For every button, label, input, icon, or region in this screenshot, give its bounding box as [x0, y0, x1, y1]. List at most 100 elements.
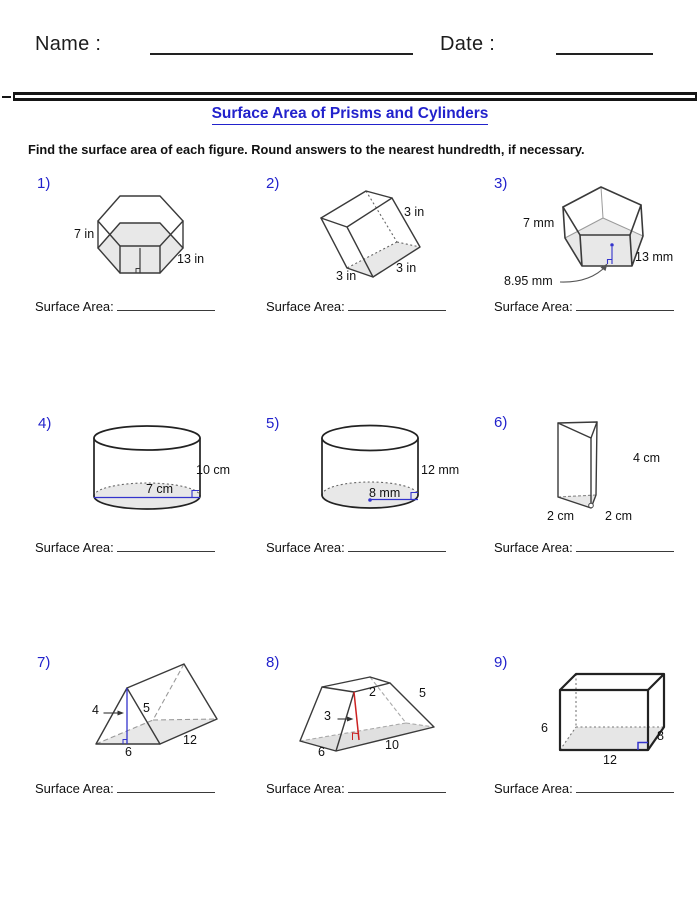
answer-blank-2[interactable]	[347, 297, 446, 311]
answer-blank-1[interactable]	[116, 297, 215, 311]
date-label: Date :	[440, 33, 496, 55]
dimension-label: 12	[183, 733, 197, 747]
prism-edges	[299, 676, 435, 752]
shaded-base-face	[300, 723, 434, 751]
answer-blank-8[interactable]	[347, 779, 446, 793]
front-base-arc	[321, 494, 419, 509]
dimension-label: 12 mm	[421, 463, 460, 477]
figure-triangular-prism	[557, 421, 598, 509]
figure-cylinder	[321, 424, 419, 509]
surface-area-row: Surface Area:	[35, 779, 215, 796]
problem-5: 5) 12 mm 8 mm Surface Area:	[258, 410, 470, 562]
shaded-base-face	[96, 719, 217, 744]
figure-trapezoidal-prism	[299, 676, 435, 752]
surface-area-row: Surface Area:	[266, 779, 446, 796]
dimension-label: 3 in	[404, 205, 425, 219]
dimension-label: 4	[92, 703, 99, 717]
dimension-label: 6	[541, 721, 548, 735]
problem-number: 3)	[494, 175, 508, 192]
altitude-line	[353, 691, 360, 741]
callout-arrow	[559, 265, 607, 283]
problem-4: 4) 10 cm 7 cm Surface Area:	[30, 410, 242, 562]
problem-number: 8)	[266, 654, 280, 671]
surface-area-label: Surface Area:	[266, 781, 345, 796]
arrowhead	[117, 710, 124, 716]
dimension-label: 3 in	[396, 261, 417, 275]
shaded-base-face	[322, 482, 418, 508]
surface-area-label: Surface Area:	[35, 781, 114, 796]
problem-3: 3) 7 mm 13 mm 8.95 mm Surface Area:	[488, 170, 700, 322]
dimension-label: 3	[324, 709, 331, 723]
right-angle-mark	[352, 732, 360, 740]
center-dot	[610, 243, 614, 247]
hidden-edges	[559, 674, 664, 751]
top-face	[93, 425, 201, 451]
answer-blank-3[interactable]	[575, 297, 674, 311]
problem-number: 4)	[38, 415, 52, 432]
hidden-base-arc	[321, 481, 419, 496]
problem-7: 7) 4 5 6 12 Surface Area:	[30, 650, 242, 802]
figure-hexagonal-prism	[97, 195, 184, 274]
side-edges	[562, 204, 644, 267]
problem-8: 8) 2 5 3 6 10 Surface Area:	[258, 650, 470, 802]
dimension-label: 6	[125, 745, 132, 759]
shaded-base-face	[565, 218, 643, 266]
top-face	[557, 421, 598, 439]
hidden-back-edge	[557, 494, 597, 498]
top-and-right-edges	[559, 672, 666, 751]
surface-area-label: Surface Area:	[266, 540, 345, 555]
surface-area-label: Surface Area:	[494, 299, 573, 314]
surface-area-label: Surface Area:	[35, 540, 114, 555]
dimension-label: 10 cm	[196, 463, 231, 477]
surface-area-row: Surface Area:	[494, 538, 674, 555]
problem-number: 1)	[37, 175, 51, 192]
date-blank-line[interactable]	[556, 53, 653, 55]
right-angle-mark	[637, 741, 648, 750]
dimension-label: 12	[603, 753, 617, 767]
surface-area-row: Surface Area:	[494, 297, 674, 314]
front-edges	[320, 197, 393, 278]
prism-edges	[126, 663, 218, 745]
answer-blank-6[interactable]	[575, 538, 674, 552]
answer-blank-5[interactable]	[347, 538, 446, 552]
vertical-edges	[97, 220, 184, 274]
top-face	[321, 424, 419, 452]
shaded-base-face	[347, 242, 420, 277]
answer-blank-9[interactable]	[575, 779, 674, 793]
hidden-edges	[95, 663, 218, 745]
problem-1: 1) 7 in 13 in Surface Area:	[30, 170, 242, 322]
answer-blank-4[interactable]	[116, 538, 215, 552]
problem-6: 6) 4 cm 2 cm 2 cm Surface Area:	[488, 410, 700, 562]
figure-cylinder	[93, 425, 201, 510]
name-blank-line[interactable]	[150, 53, 413, 55]
right-angle-mark	[191, 489, 199, 497]
problem-9: 9) 6 8 12 Surface Area:	[488, 650, 700, 802]
dimension-label: 3 in	[336, 269, 357, 283]
dimension-label: 2 cm	[605, 509, 633, 523]
shaded-base-face	[94, 483, 200, 509]
title-row: Surface Area of Prisms and Cylinders	[0, 105, 700, 125]
answer-blank-7[interactable]	[116, 779, 215, 793]
dimension-label: 8.95 mm	[504, 274, 553, 288]
dimension-label: 7 in	[74, 227, 95, 241]
right-angle-mark	[410, 491, 418, 499]
instruction-text: Find the surface area of each figure. Ro…	[28, 142, 585, 157]
dimension-label: 10	[385, 738, 399, 752]
dimension-label: 13 mm	[635, 250, 674, 264]
problem-number: 6)	[494, 414, 508, 431]
arrowhead	[347, 716, 354, 722]
silhouette	[320, 190, 421, 278]
shaded-base-face	[558, 495, 596, 508]
figure-oblique-cube	[320, 190, 421, 278]
top-face	[562, 186, 642, 236]
side-edges	[321, 437, 419, 496]
dimension-label: 7 mm	[523, 216, 555, 230]
hidden-edges	[299, 676, 435, 742]
surface-area-row: Surface Area:	[494, 779, 674, 796]
page-title: Surface Area of Prisms and Cylinders	[211, 105, 489, 125]
surface-area-label: Surface Area:	[494, 540, 573, 555]
surface-area-row: Surface Area:	[266, 538, 446, 555]
dimension-label: 8	[657, 729, 664, 743]
front-triangle	[95, 687, 161, 745]
